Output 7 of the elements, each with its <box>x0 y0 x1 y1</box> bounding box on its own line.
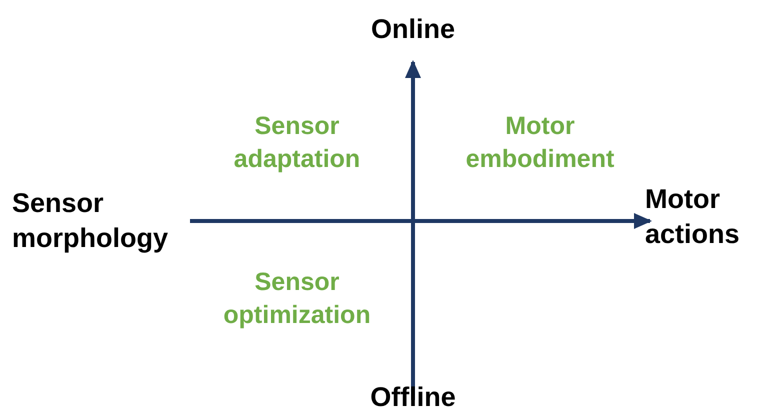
quadrant-label: Motor embodiment <box>464 111 616 174</box>
quadrant-label: Sensor adaptation <box>232 111 362 174</box>
axis-label: Motor actions <box>645 183 741 252</box>
axis-label: Sensor morphology <box>12 187 169 256</box>
axis-label: Online <box>370 13 456 46</box>
quadrant-label: Sensor optimization <box>222 267 372 330</box>
axis-label: Offline <box>369 381 457 414</box>
